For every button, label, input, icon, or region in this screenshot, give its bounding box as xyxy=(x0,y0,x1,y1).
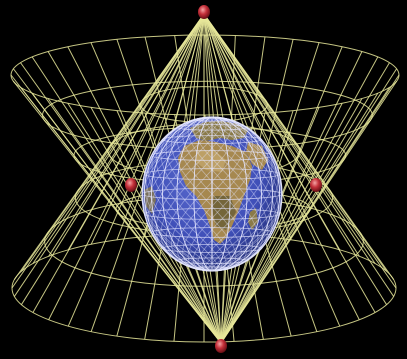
satellite-top xyxy=(198,5,210,19)
satellite-right xyxy=(310,178,322,192)
earth-globe xyxy=(142,117,282,271)
satellite-left xyxy=(125,178,137,192)
satellite-bottom xyxy=(215,339,227,353)
